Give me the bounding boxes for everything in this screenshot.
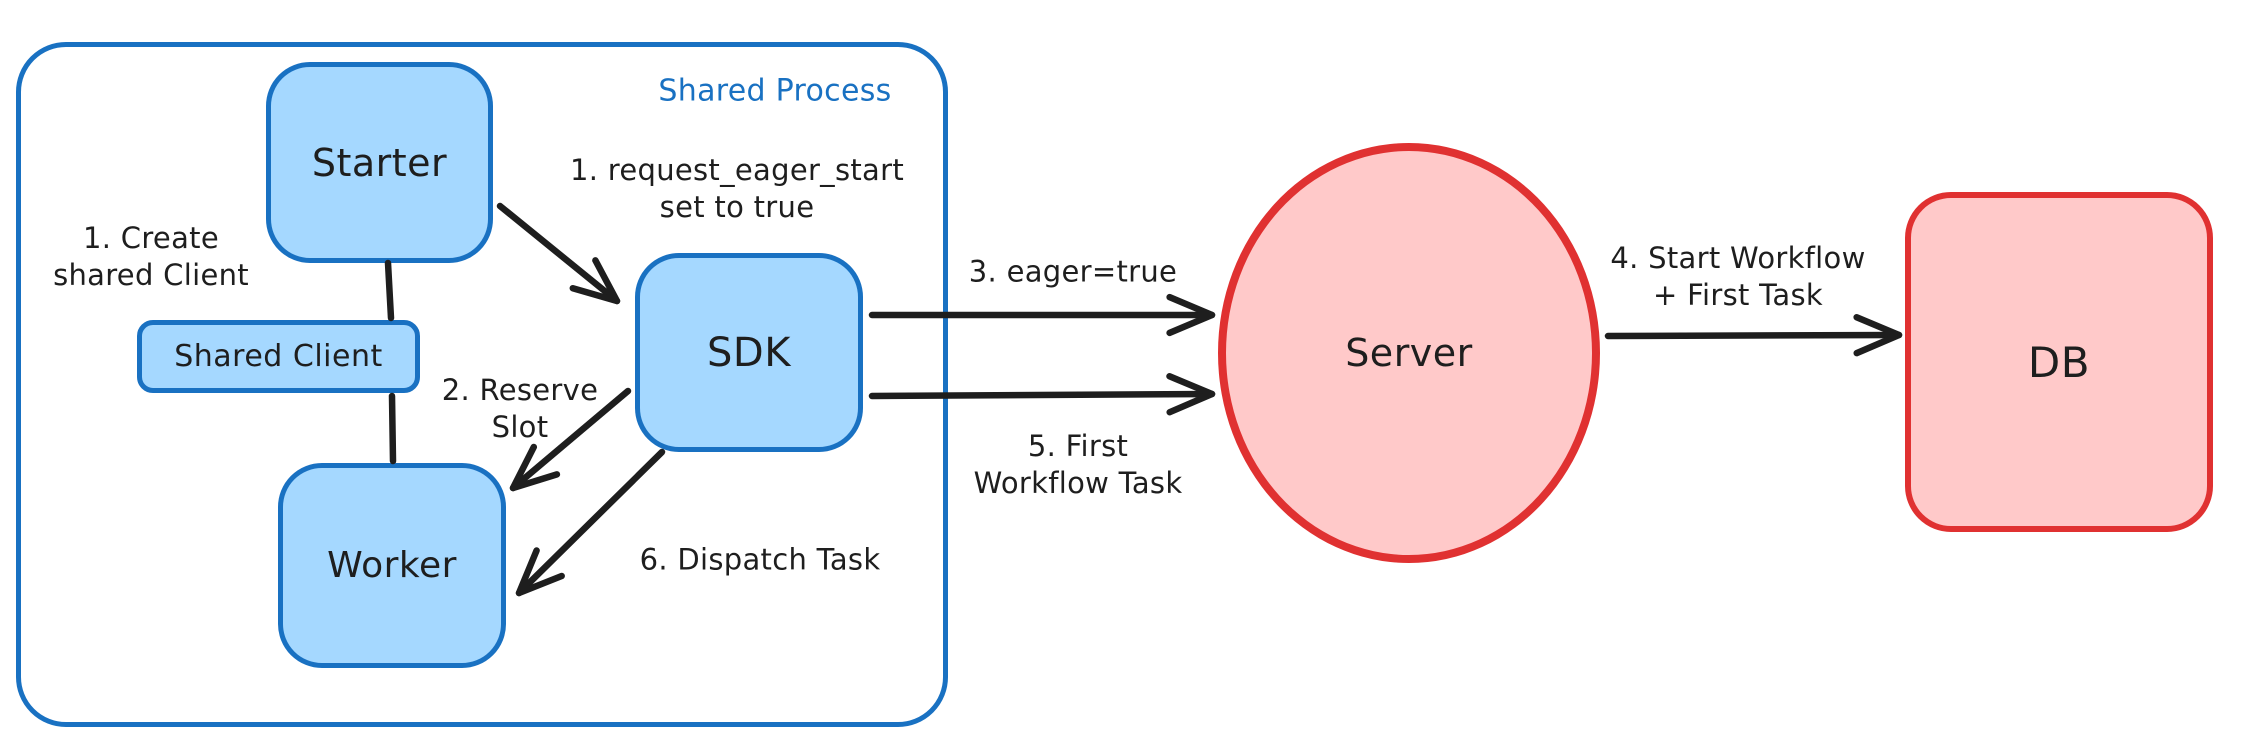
server-node: Server	[1218, 143, 1600, 563]
annotation-first-workflow-task: 5. First Workflow Task	[974, 428, 1183, 502]
annotation-request-eager-start: 1. request_eager_start set to true	[570, 152, 904, 226]
sdk-node: SDK	[635, 253, 863, 452]
annotation-reserve-slot: 2. Reserve Slot	[442, 372, 598, 446]
annotation-line-1: 1. request_eager_start	[569, 153, 905, 187]
annotation-eager-true: 3. eager=true	[969, 254, 1177, 291]
db-node: DB	[1905, 192, 2213, 532]
server-node-label: Server	[1345, 331, 1473, 375]
shared-client-node-label: Shared Client	[174, 339, 383, 374]
annotation-start-workflow: 4. Start Workflow + First Task	[1610, 240, 1865, 314]
worker-node-label: Worker	[327, 545, 457, 586]
server-to-db-arrow	[1604, 313, 1903, 357]
annotation-line-2: + First Task	[1653, 278, 1823, 312]
annotation-line-2: set to true	[659, 190, 815, 224]
annotation-line-1: 4. Start Workflow	[1610, 241, 1866, 275]
shared-process-title-text: Shared Process	[658, 73, 892, 109]
shared-process-title: Shared Process	[658, 73, 891, 110]
shared-process-container	[16, 42, 948, 727]
annotation-line-1: 3. eager=true	[968, 254, 1178, 289]
annotation-line-2: Slot	[491, 410, 549, 444]
annotation-line-1: 2. Reserve	[441, 373, 599, 407]
annotation-line-1: 6. Dispatch Task	[639, 542, 881, 577]
annotation-dispatch-task: 6. Dispatch Task	[640, 542, 881, 579]
starter-node-label: Starter	[311, 140, 448, 185]
annotation-line-1: 1. Create	[83, 221, 219, 255]
db-node-label: DB	[2027, 337, 2091, 387]
annotation-line-2: Workflow Task	[973, 466, 1183, 500]
worker-node: Worker	[278, 463, 506, 668]
annotation-line-1: 5. First	[1027, 429, 1129, 463]
sdk-node-label: SDK	[707, 329, 791, 376]
annotation-line-2: shared Client	[53, 258, 249, 292]
annotation-create-shared-client: 1. Create shared Client	[53, 220, 249, 294]
starter-node: Starter	[266, 62, 493, 263]
shared-client-node: Shared Client	[137, 320, 420, 393]
